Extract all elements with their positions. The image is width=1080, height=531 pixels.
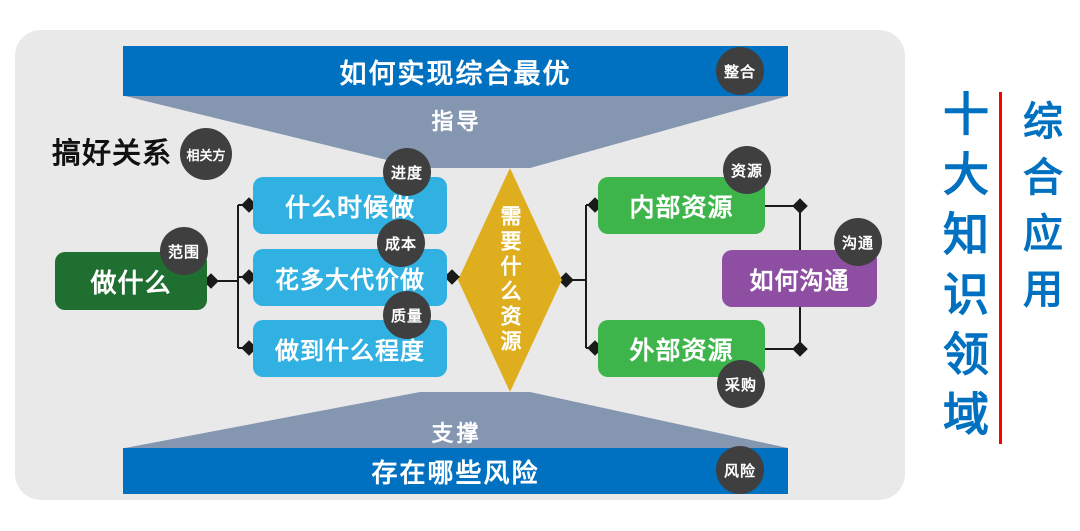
quality-badge: 质量 xyxy=(383,291,431,339)
communication-box-label: 如何沟通 xyxy=(749,267,850,295)
guidance-trapezoid xyxy=(125,96,788,168)
cost-badge: 成本 xyxy=(377,219,425,267)
top-banner: 如何实现综合最优 xyxy=(123,46,788,96)
relationship-label: 搞好关系 xyxy=(52,136,173,170)
support-trapezoid xyxy=(125,392,788,448)
scope-box: 做什么 xyxy=(55,252,207,310)
internal-resources-box: 内部资源 xyxy=(598,177,765,234)
quality-box-label: 做到什么程度 xyxy=(275,337,425,365)
risk-badge: 风险 xyxy=(716,446,764,494)
resource-badge: 资源 xyxy=(723,146,771,194)
schedule-box-label: 什么时候做 xyxy=(284,192,415,222)
guidance-label: 指导 xyxy=(431,110,482,135)
internal-resources-label: 内部资源 xyxy=(629,192,734,222)
red-divider-line xyxy=(999,92,1002,444)
resource-diamond-shape xyxy=(458,168,562,392)
scope-badge: 范围 xyxy=(160,227,208,275)
side-title-primary: 十大知识领域 xyxy=(936,90,990,450)
integration-badge: 整合 xyxy=(716,47,764,95)
external-resources-label: 外部资源 xyxy=(629,335,734,365)
procurement-badge: 采购 xyxy=(717,360,765,408)
top-banner-label: 如何实现综合最优 xyxy=(339,58,572,90)
resource-diamond-label: 需要什么资源 xyxy=(498,205,522,355)
scope-box-label: 做什么 xyxy=(90,268,172,299)
support-label: 支撑 xyxy=(431,422,482,447)
schedule-badge: 进度 xyxy=(383,148,431,196)
communication-badge: 沟通 xyxy=(834,218,882,266)
cost-box-label: 花多大代价做 xyxy=(275,266,425,294)
bottom-banner: 存在哪些风险 xyxy=(123,448,788,494)
bottom-banner-label: 存在哪些风险 xyxy=(371,458,540,489)
stakeholder-badge: 相关方 xyxy=(180,128,232,180)
side-title-secondary: 综合应用 xyxy=(1016,100,1062,324)
